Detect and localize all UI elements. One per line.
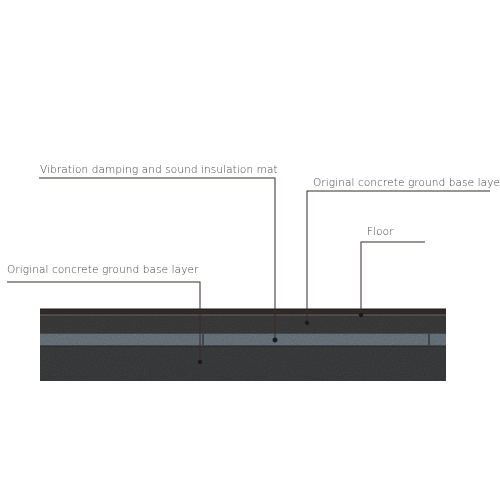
dot-floor: [358, 312, 364, 318]
vibration-mat-layer: [40, 332, 446, 347]
label-original-concrete-left: Original concrete ground base layer: [7, 264, 199, 276]
dot-original-concrete-left: [197, 359, 203, 365]
leader-original-concrete-left: [7, 281, 201, 362]
dot-vibration-mat: [272, 337, 278, 343]
floor-layer: [40, 308, 446, 316]
leader-dots: [197, 312, 364, 365]
label-original-concrete-right: Original concrete ground base layer: [313, 177, 500, 189]
leader-vibration-mat: [39, 177, 276, 340]
leader-lines: [7, 177, 490, 362]
label-floor: Floor: [367, 226, 394, 238]
upper-concrete-layer: [40, 315, 446, 333]
dot-original-concrete-right: [304, 320, 310, 326]
label-vibration-mat: Vibration damping and sound insulation m…: [40, 164, 278, 176]
leader-original-concrete-right: [306, 190, 490, 323]
leader-floor: [360, 241, 425, 315]
concrete-base-layer: [40, 346, 446, 381]
